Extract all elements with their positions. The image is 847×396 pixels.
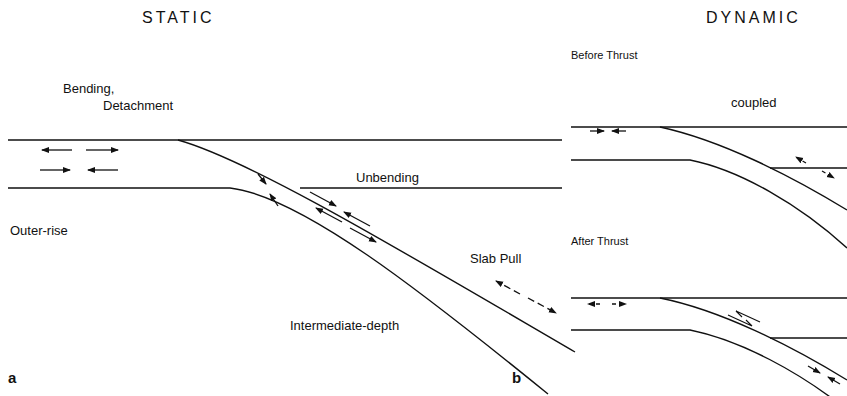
region-label: Outer-rise [10,224,68,237]
stage-label: After Thrust [571,236,628,247]
coupling-label: coupled [731,96,777,109]
stage-label: Before Thrust [571,50,637,61]
panel-letter: b [512,370,521,385]
panel-heading: STATIC [142,10,215,26]
panel-heading: DYNAMIC [706,10,801,26]
stress-label: Slab Pull [470,252,521,265]
region-label: Intermediate-depth [290,319,399,332]
stress-label: Detachment [103,99,173,112]
panel-letter: a [8,370,16,385]
stress-label: Unbending [356,171,419,184]
stress-label: Bending, [63,82,114,95]
